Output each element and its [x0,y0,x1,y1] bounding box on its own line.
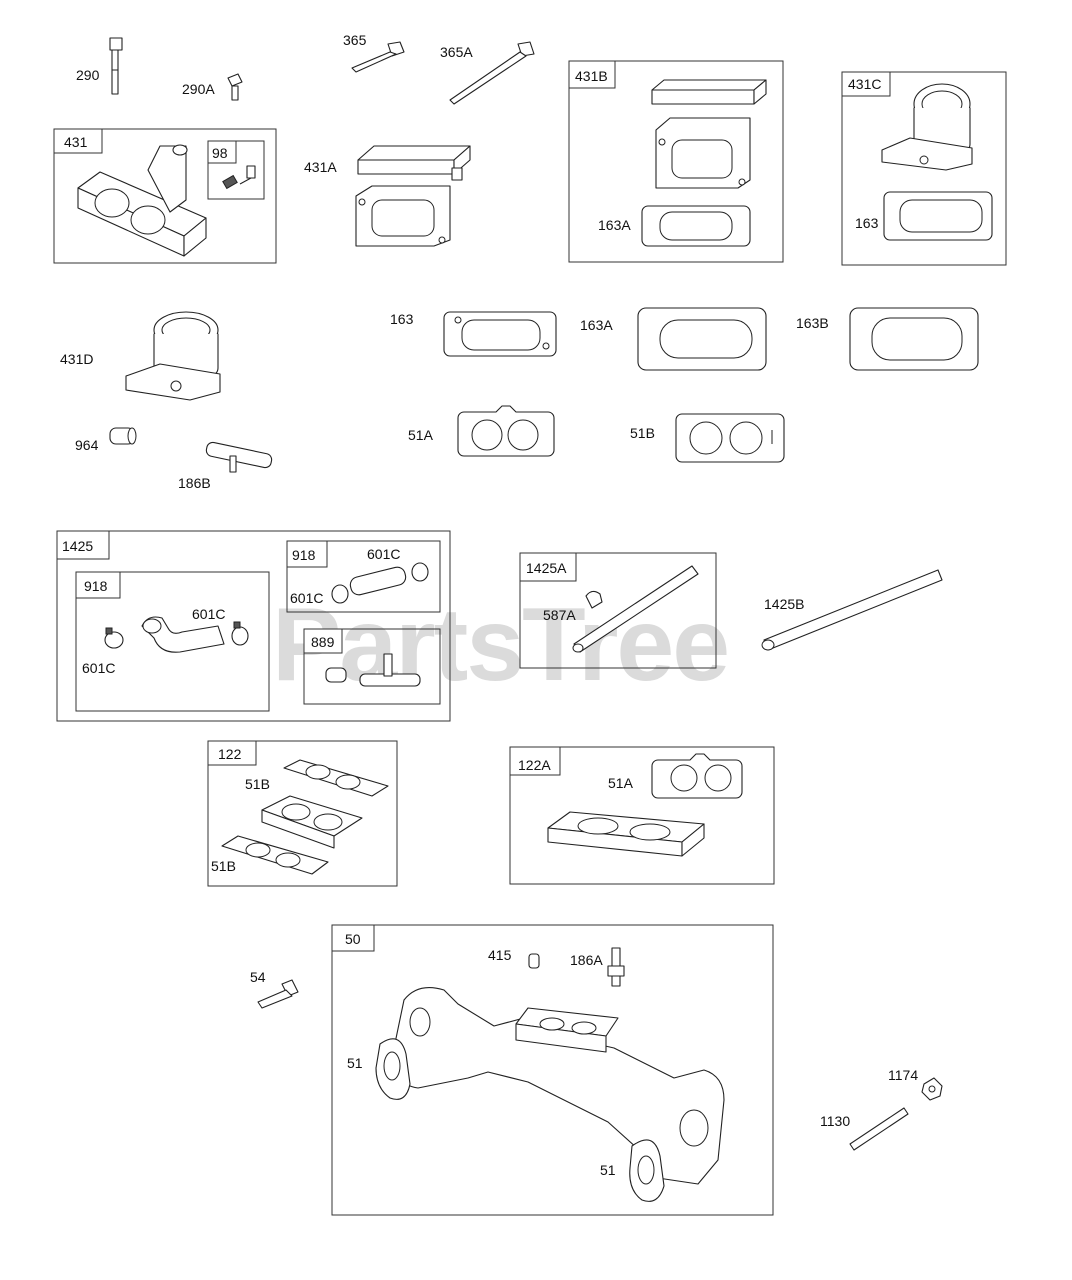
label-51B-in-122-bottom: 51B [211,858,236,874]
label-587A: 587A [543,607,576,623]
part-365-bolt[interactable] [351,41,405,73]
part-601C-clamp-right[interactable] [231,621,249,646]
box-50-label: 50 [345,931,361,947]
label-290: 290 [76,67,100,83]
box-50 [331,924,774,1216]
label-601C-918-left-right: 601C [192,606,225,622]
label-601C-918-right-left: 601C [290,590,323,606]
label-431D: 431D [60,351,93,367]
part-601C-clamp-bottom[interactable] [331,584,349,604]
part-431D-elbow-adapter[interactable] [125,311,221,401]
box-98-label: 98 [212,145,228,161]
part-163A-gasket[interactable] [637,307,767,371]
part-431C-elbow-adapter[interactable] [881,83,973,171]
box-122A-label: 122A [518,757,551,773]
label-51B-in-122-top: 51B [245,776,270,792]
box-122A [509,746,775,885]
label-415: 415 [488,947,512,963]
box-431-label: 431 [64,134,88,150]
label-54: 54 [250,969,266,985]
part-1130-stud[interactable] [849,1107,909,1151]
part-51B-gasket-in-122-top[interactable] [283,759,389,797]
part-1174-nut[interactable] [921,1077,943,1101]
part-51-gasket-bottom[interactable] [629,1139,665,1202]
part-50-intake-manifold[interactable] [392,987,725,1185]
part-431-carburetor-adapter[interactable] [77,144,207,257]
box-1425A [519,552,717,669]
box-431B [568,60,784,263]
label-964: 964 [75,437,99,453]
label-163B: 163B [796,315,829,331]
part-918-hose-straight[interactable] [349,565,408,596]
part-51-gasket-left[interactable] [375,1038,411,1100]
box-1425-label: 1425 [62,538,93,554]
label-431A: 431A [304,159,337,175]
box-431C-label: 431C [848,76,881,92]
part-122-spacer[interactable] [261,795,363,849]
box-918-right-label: 918 [292,547,316,563]
box-431B-label: 431B [575,68,608,84]
box-918-right [286,540,441,613]
box-1425A-label: 1425A [526,560,567,576]
label-163: 163 [390,311,414,327]
label-186B: 186B [178,475,211,491]
part-587A-clip[interactable] [585,590,603,609]
label-51B: 51B [630,425,655,441]
part-163A-gasket-in-431B[interactable] [641,205,751,247]
label-1425B: 1425B [764,596,804,612]
box-918-left [75,571,270,712]
label-365: 365 [343,32,367,48]
part-51A-gasket-in-122A[interactable] [651,753,743,799]
box-122-label: 122 [218,746,242,762]
box-889-label: 889 [311,634,335,650]
part-51B-gasket-in-122-bottom[interactable] [221,835,329,875]
label-1174: 1174 [888,1067,918,1083]
part-889-tee-fitting[interactable] [325,653,421,687]
label-163A: 163A [580,317,613,333]
label-290A: 290A [182,81,215,97]
part-98-screw-spring[interactable] [222,165,256,190]
label-163A-in-431B: 163A [598,217,631,233]
label-601C-918-left-left: 601C [82,660,115,676]
label-51A: 51A [408,427,434,443]
box-889 [303,628,441,705]
part-163-gasket[interactable] [443,311,557,357]
part-601C-clamp-left[interactable] [104,627,124,649]
label-51-bottom: 51 [600,1162,616,1178]
part-431A-adapter[interactable] [355,145,471,247]
part-186A-fitting[interactable] [607,947,625,987]
part-163B-gasket[interactable] [849,307,979,371]
part-431B-adapter[interactable] [651,79,767,189]
label-186A: 186A [570,952,603,968]
part-51A-gasket[interactable] [457,405,555,457]
part-290A-bolt[interactable] [227,73,243,101]
part-601C-clamp-top[interactable] [411,562,429,582]
label-163-in-431C: 163 [855,215,879,231]
part-54-bolt[interactable] [257,979,299,1009]
part-415-plug[interactable] [528,953,540,969]
box-918-left-label: 918 [84,578,108,594]
box-122 [207,740,398,887]
part-186B-tee-fitting[interactable] [205,441,273,473]
watermark: PartsTree [272,587,728,703]
box-431 [53,128,277,264]
part-163-gasket-in-431C[interactable] [883,191,993,241]
part-122A-spacer[interactable] [547,811,705,857]
box-431C [841,71,1007,266]
label-1130: 1130 [820,1113,850,1129]
part-290-bolt[interactable] [109,37,123,95]
label-365A: 365A [440,44,473,60]
part-1425A-fuel-tube[interactable] [572,565,699,653]
part-51B-gasket[interactable] [675,413,785,463]
label-51-left: 51 [347,1055,363,1071]
label-51A-in-122A: 51A [608,775,634,791]
part-1425B-fuel-tube[interactable] [761,569,943,651]
part-365A-bolt[interactable] [449,41,535,105]
box-1425 [56,530,451,722]
label-601C-918-right-top: 601C [367,546,400,562]
part-918-hose-elbow[interactable] [141,616,225,653]
part-964-sleeve[interactable] [109,427,137,445]
